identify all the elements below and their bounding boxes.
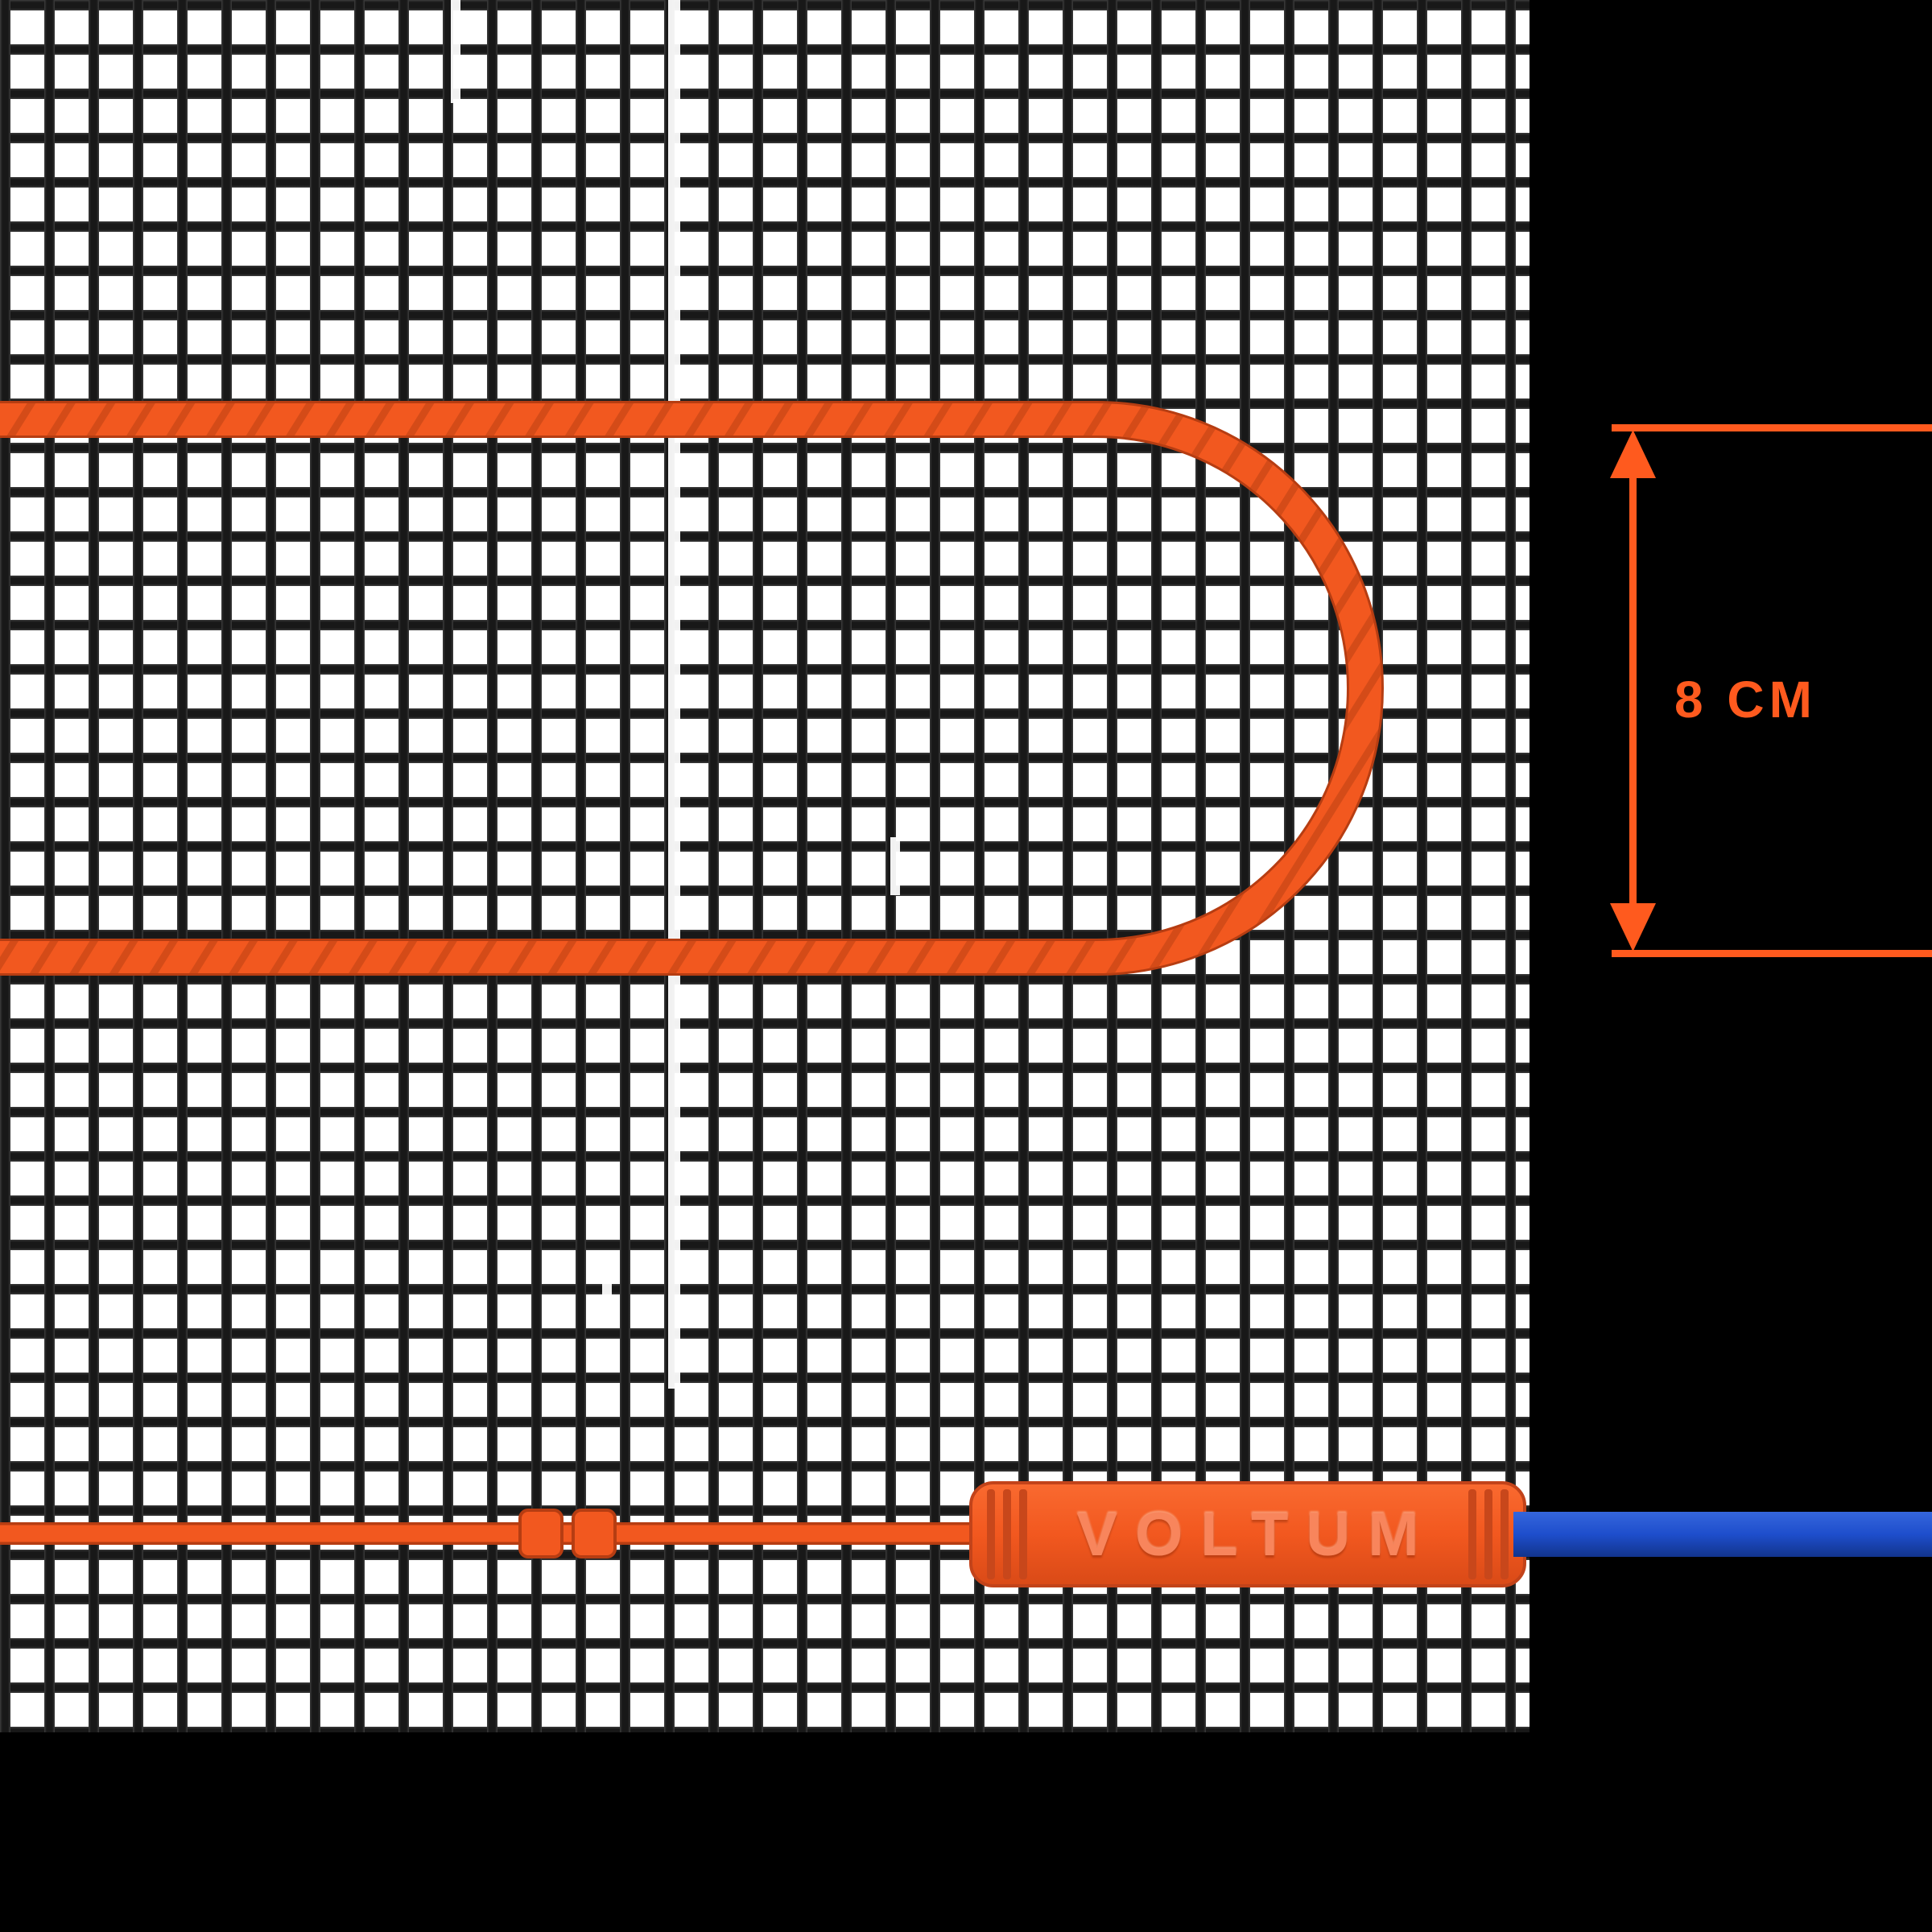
connector-rib xyxy=(1501,1489,1509,1579)
dimension-line xyxy=(1629,475,1637,906)
connector-rib xyxy=(987,1489,995,1579)
dimension-arrow-up-icon xyxy=(1610,430,1656,478)
heating-cable-loop xyxy=(0,403,1381,973)
dimension-extension-top xyxy=(1612,424,1932,431)
cable-clip-left xyxy=(518,1509,564,1558)
mesh-highlight-streak xyxy=(668,0,680,1389)
dimension-extension-bottom xyxy=(1612,950,1932,957)
dimension-label: 8 CM xyxy=(1674,671,1817,729)
brand-embossed-label: VOLTUM xyxy=(1076,1500,1437,1569)
cold-lead-cable xyxy=(1513,1512,1932,1557)
connector-rib xyxy=(1468,1489,1476,1579)
connector-rib xyxy=(1484,1489,1492,1579)
connector-rib xyxy=(1003,1489,1011,1579)
cable-clip-right xyxy=(572,1509,617,1558)
mesh-highlight-streak xyxy=(890,837,900,895)
heating-cable-loop-outline xyxy=(0,401,1384,976)
mesh-highlight-streak xyxy=(451,0,460,103)
dimension-arrow-down-icon xyxy=(1610,903,1656,952)
connector-rib xyxy=(1019,1489,1027,1579)
heating-cable-spiral-texture xyxy=(0,403,1381,973)
mesh-highlight-streak xyxy=(602,1254,612,1304)
